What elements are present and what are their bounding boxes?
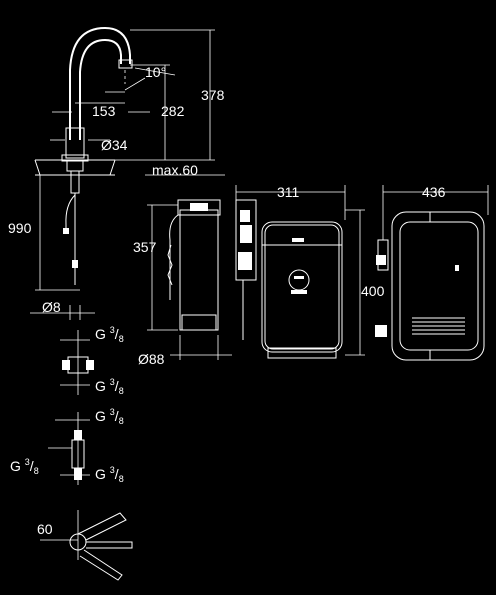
thread-numerator: 3 bbox=[109, 407, 115, 417]
spout-height-label: 282 bbox=[161, 103, 185, 119]
thread-prefix: G bbox=[10, 458, 25, 474]
unit-height-label: 400 bbox=[361, 283, 385, 299]
tee-valve-drawing bbox=[60, 330, 94, 395]
thread-callout: G 3/8 bbox=[95, 463, 124, 486]
thread-denominator: 8 bbox=[118, 386, 124, 396]
filter-drawing bbox=[147, 199, 232, 360]
thread-callout: G 3/8 bbox=[95, 375, 124, 398]
thread-prefix: G bbox=[95, 326, 110, 342]
angle-valve-drawing bbox=[48, 412, 90, 485]
faucet-drawing bbox=[30, 26, 225, 320]
thread-fraction-slash: / bbox=[114, 378, 119, 394]
spout-reach-label: 153 bbox=[92, 103, 116, 119]
hose-length-label: 990 bbox=[8, 220, 32, 236]
spout-angle-label: 10° bbox=[145, 64, 167, 80]
thread-numerator: 3 bbox=[24, 457, 30, 467]
filter-diameter-label: Ø88 bbox=[138, 351, 165, 367]
filter-height-label: 357 bbox=[133, 239, 157, 255]
deck-thickness-label: max.60 bbox=[152, 162, 198, 178]
thread-callout: G 3/8 bbox=[95, 405, 124, 428]
thread-numerator: 3 bbox=[109, 325, 115, 335]
thread-prefix: G bbox=[95, 466, 110, 482]
chiller-side-drawing bbox=[375, 185, 489, 361]
thread-fraction-slash: / bbox=[114, 466, 119, 482]
thread-denominator: 8 bbox=[118, 334, 124, 344]
thread-fraction-slash: / bbox=[114, 326, 119, 342]
total-height-label: 378 bbox=[201, 87, 225, 103]
thread-denominator: 8 bbox=[118, 474, 124, 484]
unit-depth-label: 436 bbox=[422, 184, 446, 200]
thread-denominator: 8 bbox=[33, 466, 39, 476]
thread-prefix: G bbox=[95, 378, 110, 394]
thread-numerator: 3 bbox=[109, 465, 115, 475]
thread-numerator: 3 bbox=[109, 377, 115, 387]
chiller-front-drawing bbox=[235, 185, 365, 359]
lever-drawing bbox=[40, 510, 133, 581]
thread-prefix: G bbox=[95, 408, 110, 424]
hole-diameter-label: Ø34 bbox=[101, 137, 128, 153]
thread-fraction-slash: / bbox=[114, 408, 119, 424]
thread-callout: G 3/8 bbox=[95, 323, 124, 346]
hose-diameter-label: Ø8 bbox=[42, 299, 61, 315]
thread-callout: G 3/8 bbox=[10, 455, 39, 478]
thread-denominator: 8 bbox=[118, 416, 124, 426]
thread-fraction-slash: / bbox=[29, 458, 34, 474]
unit-width-label: 311 bbox=[277, 184, 300, 200]
valve-offset-label: 60 bbox=[37, 521, 53, 537]
